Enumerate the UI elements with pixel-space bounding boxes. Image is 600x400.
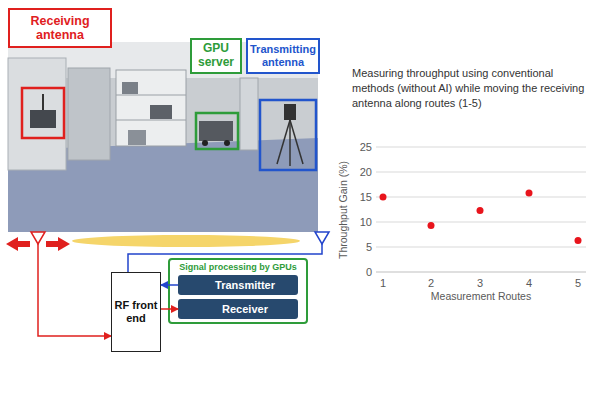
node-text: GPU server [192,42,240,70]
shelving [116,70,186,146]
antenna-symbol [31,232,45,244]
data-point [575,237,582,244]
shelf [116,120,186,121]
node-text: Transmitter [215,279,275,291]
node-text: Transmitting antenna [248,43,318,68]
highlight-frame [260,100,316,170]
x-axis [376,272,586,273]
tick-label: 2 [421,276,441,290]
signal-arrow [161,308,178,310]
data-point [380,194,387,201]
tick-label: 1 [373,276,393,290]
highlight-frame [196,113,238,149]
tick-label: 5 [348,240,372,254]
node-text: Receiving antenna [10,14,110,43]
shelf-item [128,130,146,145]
grid-line [376,172,586,173]
node-text: RF front end [112,299,160,325]
group-title: Signal processing by GPUs [170,262,306,272]
move-arrow [18,241,30,247]
tripod-leg [290,120,303,164]
shelf [116,95,186,96]
axis-title: Throughput Gain (%) [336,150,350,270]
signal-arrow [161,284,178,286]
antenna-symbol [315,232,329,244]
label-tag: Receiving antenna [8,8,112,48]
rf-box: RF front end [111,272,161,352]
process-box: Transmitter [178,275,298,295]
move-arrow [6,237,18,251]
label-tag: GPU server [190,38,242,74]
axis-title: Measurement Routes [401,289,561,303]
tick-label: 10 [348,215,372,229]
storage-rack [240,78,258,150]
tick-label: 3 [470,276,490,290]
tick-label: 20 [348,165,372,179]
label-tag: Transmitting antenna [246,38,320,74]
move-arrow [46,241,58,247]
data-point [477,207,484,214]
tripod-leg [289,120,291,166]
group-box: Signal processing by GPUsTransmitterRece… [168,258,308,324]
grid-line [376,197,586,198]
move-arrow [58,237,70,251]
shelf-item [122,82,138,94]
grid-line [376,222,586,223]
coverage-ellipse [72,235,300,247]
tripod-leg [277,120,290,164]
wheel [224,140,230,146]
storage-rack [8,58,66,170]
antenna-mast [42,94,44,110]
data-point [428,222,435,229]
shelf-item [150,105,172,119]
storage-rack [68,68,110,160]
antenna-wire [38,244,111,336]
tick-label: 25 [348,140,372,154]
node-text: Receiver [222,303,268,315]
highlight-frame [22,88,64,138]
wheel [202,140,208,146]
grid-line [376,147,586,148]
tick-label: 4 [519,276,539,290]
antenna-head [284,104,296,120]
tick-label: 5 [568,276,588,290]
grid-line [376,247,586,248]
process-box: Receiver [178,299,298,319]
robot-cart [30,110,56,128]
gpu-cart [199,121,233,141]
tick-label: 15 [348,190,372,204]
chart-title: Measuring throughput using conventional … [352,66,597,116]
tick-label: 0 [348,265,372,279]
data-point [526,190,533,197]
